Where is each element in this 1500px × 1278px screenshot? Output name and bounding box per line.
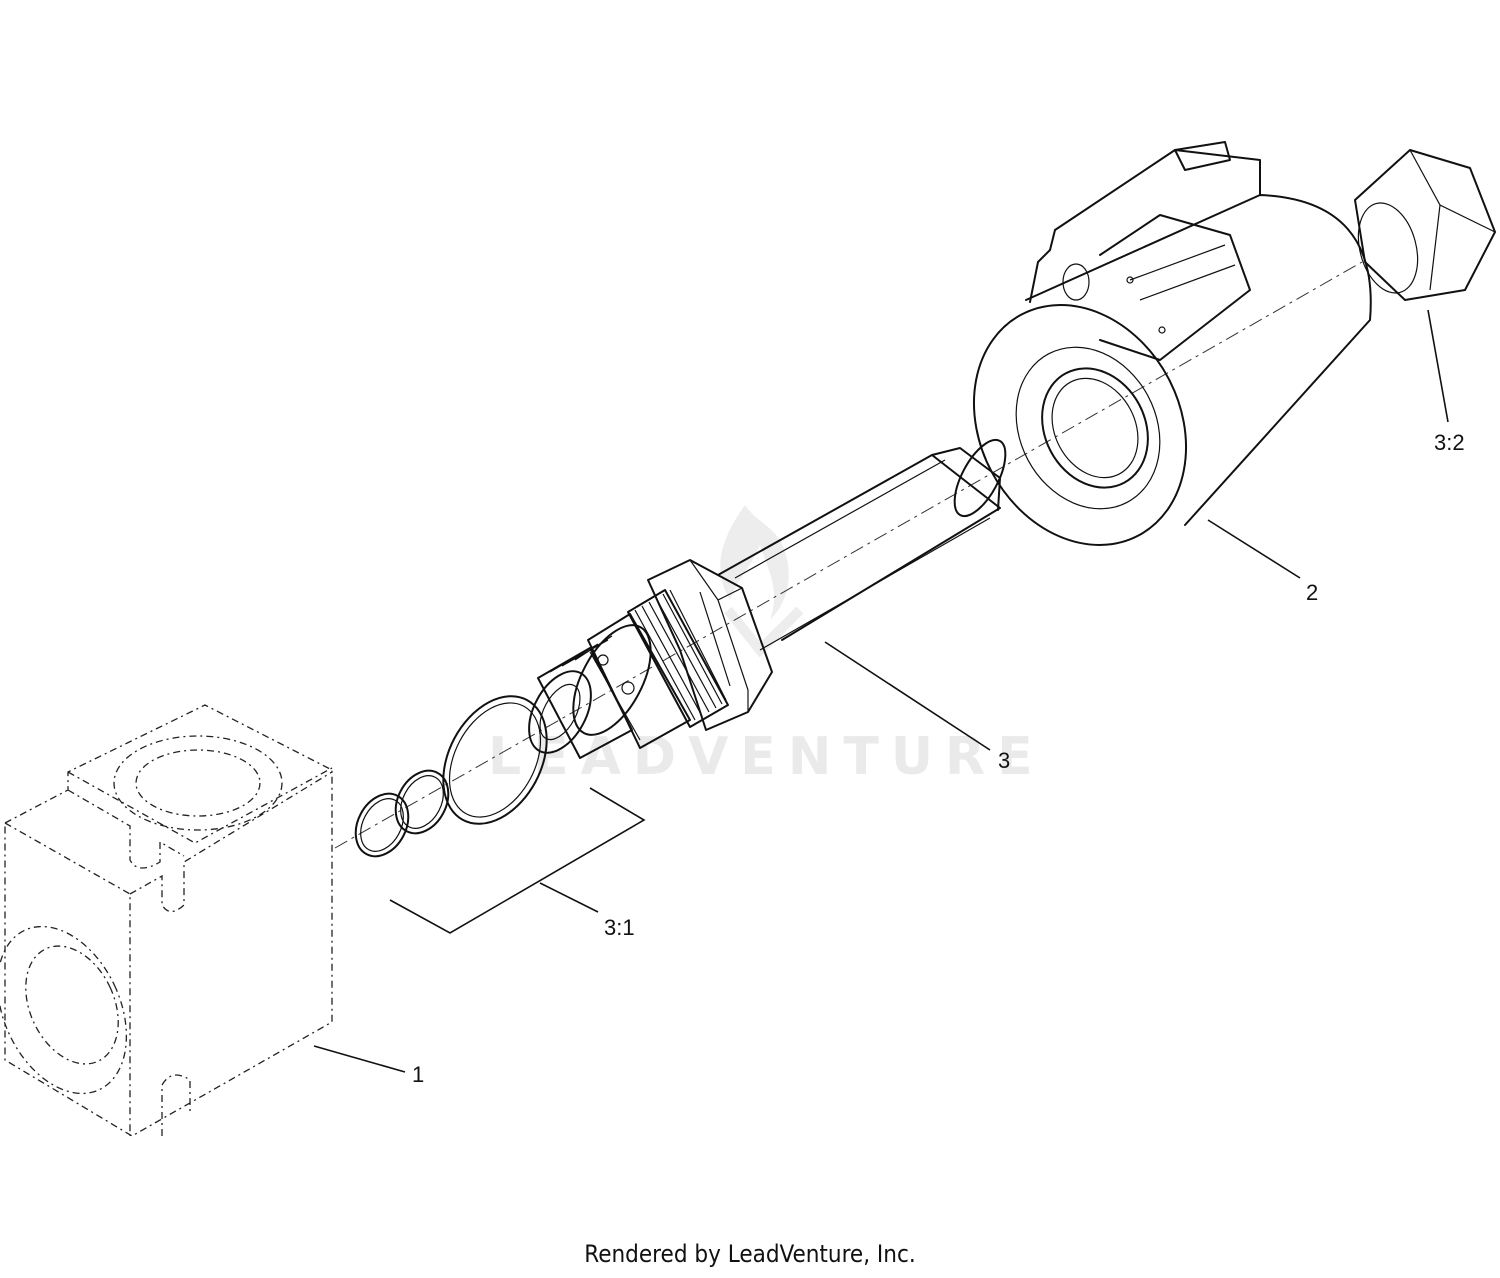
part-3-cartridge-valve (528, 438, 1007, 759)
part-3-1-seal-kit (354, 695, 548, 858)
callout-3-2: 3:2 (1434, 430, 1465, 455)
leader-3-2 (1427, 309, 1449, 423)
part-3-2-hex-nut (1354, 149, 1496, 301)
leader-1 (313, 1045, 406, 1073)
footer-credit: Rendered by LeadVenture, Inc. (584, 1240, 916, 1268)
leader-3 (824, 641, 991, 751)
callout-3: 3 (998, 748, 1010, 773)
callout-2: 2 (1306, 580, 1318, 605)
part-1-valve-block (0, 704, 333, 1137)
callout-1: 1 (412, 1062, 424, 1087)
part-2-solenoid-coil (972, 141, 1372, 546)
leader-2 (1207, 519, 1301, 579)
leader-3-1 (389, 787, 646, 934)
callout-3-1: 3:1 (604, 915, 635, 940)
watermark-text: LEADVENTURE (488, 727, 1045, 787)
assembly-centerline (334, 261, 1363, 849)
